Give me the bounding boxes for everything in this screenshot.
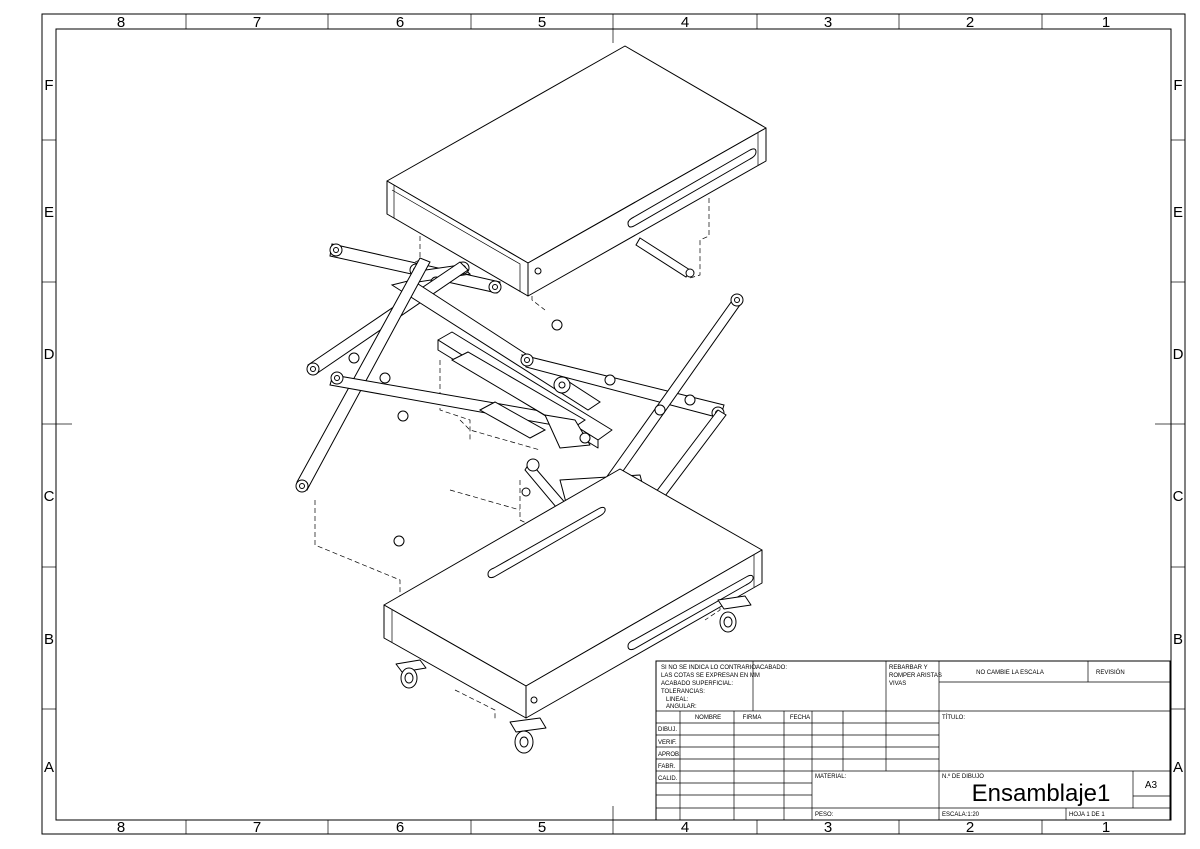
zone-col-bottom-6: 6 bbox=[396, 819, 404, 836]
title-block: SI NO SE INDICA LO CONTRARIO: LAS COTAS … bbox=[655, 660, 1171, 821]
role-quality: CALID. bbox=[658, 776, 678, 782]
zone-col-bottom-1: 1 bbox=[1102, 819, 1110, 836]
note-line-5: LINEAL: bbox=[666, 697, 689, 703]
caster-1 bbox=[395, 659, 427, 689]
zone-labels-bottom: 8 7 6 5 4 3 2 1 bbox=[117, 819, 1110, 836]
deburr-line-1: REBARBAR Y bbox=[889, 665, 928, 671]
drawing-number: Ensamblaje1 bbox=[972, 780, 1111, 807]
note-line-3: ACABADO SUPERFICIAL: bbox=[661, 681, 733, 687]
zone-col-top-8: 8 bbox=[117, 14, 125, 31]
deburr-line-3: VIVAS bbox=[889, 681, 906, 687]
zone-col-top-7: 7 bbox=[253, 14, 261, 31]
zone-col-top-4: 4 bbox=[681, 14, 689, 31]
deburr-line-2: ROMPER ARISTAS bbox=[889, 673, 942, 679]
bottom-plate bbox=[383, 468, 763, 719]
zone-row-left-F: F bbox=[44, 77, 53, 94]
zone-col-top-1: 1 bbox=[1102, 14, 1110, 31]
zone-col-bottom-5: 5 bbox=[538, 819, 546, 836]
zone-col-top-3: 3 bbox=[824, 14, 832, 31]
header-date: FECHA bbox=[790, 715, 810, 721]
zone-col-top-6: 6 bbox=[396, 14, 404, 31]
scale-label: ESCALA:1:20 bbox=[942, 812, 980, 818]
zone-row-left-B: B bbox=[44, 631, 54, 648]
weight-label: PESO: bbox=[815, 812, 834, 818]
zone-col-bottom-3: 3 bbox=[824, 819, 832, 836]
note-line-2: LAS COTAS SE EXPRESAN EN MM bbox=[661, 673, 760, 679]
zone-row-right-B: B bbox=[1173, 631, 1183, 648]
zone-dividers bbox=[42, 14, 1185, 834]
zone-row-left-E: E bbox=[44, 204, 54, 221]
header-signature: FIRMA bbox=[743, 715, 762, 721]
role-approved: APROB. bbox=[658, 752, 681, 758]
role-drawn: DIBUJ. bbox=[658, 727, 677, 733]
role-checked: VERIF. bbox=[658, 740, 677, 746]
note-line-1: SI NO SE INDICA LO CONTRARIO: bbox=[661, 665, 758, 671]
top-rods bbox=[635, 237, 695, 278]
header-name: NOMBRE bbox=[695, 715, 721, 721]
zone-col-bottom-4: 4 bbox=[681, 819, 689, 836]
zone-col-bottom-8: 8 bbox=[117, 819, 125, 836]
assembly-drawing bbox=[295, 45, 767, 754]
zone-col-bottom-2: 2 bbox=[966, 819, 974, 836]
casters bbox=[395, 595, 752, 754]
zone-row-left-C: C bbox=[44, 488, 55, 505]
no-scale-note: NO CAMBIE LA ESCALA bbox=[976, 670, 1044, 676]
zone-labels-right: F E D C B A bbox=[1173, 77, 1184, 776]
sheet-number: HOJA 1 DE 1 bbox=[1069, 812, 1105, 818]
sheet-size: A3 bbox=[1145, 780, 1158, 791]
zone-row-left-D: D bbox=[44, 346, 55, 363]
material-label: MATERIAL: bbox=[815, 774, 847, 780]
zone-row-left-A: A bbox=[44, 759, 54, 776]
finish-label: ACABADO: bbox=[756, 665, 787, 671]
title-label: TÍTULO: bbox=[942, 714, 965, 721]
zone-col-top-5: 5 bbox=[538, 14, 546, 31]
zone-col-bottom-7: 7 bbox=[253, 819, 261, 836]
revision-label: REVISIÓN bbox=[1096, 669, 1125, 676]
zone-row-right-D: D bbox=[1173, 346, 1184, 363]
zone-row-right-C: C bbox=[1173, 488, 1184, 505]
top-plate bbox=[386, 45, 767, 297]
note-line-4: TOLERANCIAS: bbox=[661, 689, 705, 695]
note-line-6: ANGULAR: bbox=[666, 704, 697, 710]
lift-cylinder bbox=[437, 331, 649, 511]
caster-2 bbox=[509, 717, 547, 754]
drawing-number-label: N.º DE DIBUJO bbox=[942, 773, 984, 780]
zone-labels-left: F E D C B A bbox=[44, 77, 55, 776]
zone-row-right-A: A bbox=[1173, 759, 1183, 776]
caster-3 bbox=[717, 595, 752, 633]
zone-col-top-2: 2 bbox=[966, 14, 974, 31]
zone-labels-top: 8 7 6 5 4 3 2 1 bbox=[117, 14, 1110, 31]
role-manufacturing: FABR. bbox=[658, 764, 676, 770]
zone-row-right-F: F bbox=[1173, 77, 1182, 94]
inner-border bbox=[55, 28, 1172, 821]
zone-row-right-E: E bbox=[1173, 204, 1183, 221]
